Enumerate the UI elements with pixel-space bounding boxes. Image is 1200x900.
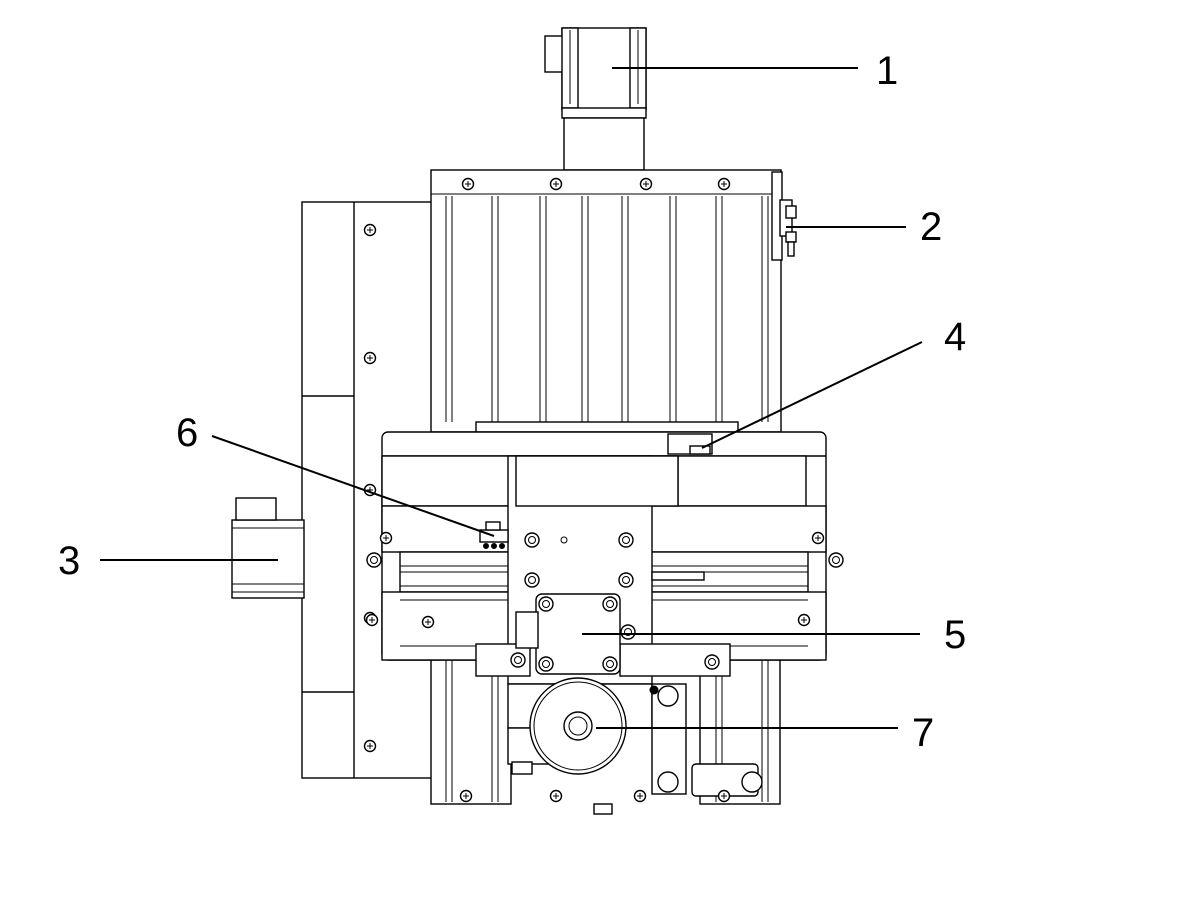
callout-6: 6	[176, 411, 198, 455]
socket-bolt-icon	[618, 532, 634, 548]
callout-2: 2	[920, 205, 942, 249]
socket-bolt-set	[366, 532, 844, 672]
leader-line-4	[701, 341, 923, 449]
socket-bolt-icon	[620, 624, 636, 640]
screw-set	[363, 177, 825, 803]
socket-bolt-icon	[524, 572, 540, 588]
socket-bolt-icon	[828, 552, 844, 568]
socket-bolt-icon	[538, 656, 554, 672]
sensor-flag-part-4	[667, 433, 713, 455]
top-motor	[544, 27, 647, 171]
socket-bolt-icon	[602, 656, 618, 672]
socket-bolt-icon	[538, 596, 554, 612]
callout-7: 7	[912, 711, 934, 755]
socket-bolt-icon	[510, 652, 526, 668]
callout-5: 5	[944, 613, 966, 657]
socket-bolt-icon	[366, 552, 382, 568]
left-side-motor	[231, 497, 305, 599]
pulley-wheel	[507, 677, 653, 815]
socket-bolt-icon	[704, 654, 720, 670]
leader-line-6	[211, 435, 495, 537]
main-column	[430, 169, 782, 805]
leader-lines	[100, 67, 923, 729]
socket-bolt-icon	[524, 532, 540, 548]
socket-bolt-icon	[618, 572, 634, 588]
right-tensioner	[649, 683, 763, 797]
top-right-limit-switch	[771, 171, 797, 261]
callout-4: 4	[944, 315, 966, 359]
socket-bolt-icon	[602, 596, 618, 612]
callout-1: 1	[876, 49, 898, 93]
callout-3: 3	[58, 539, 80, 583]
